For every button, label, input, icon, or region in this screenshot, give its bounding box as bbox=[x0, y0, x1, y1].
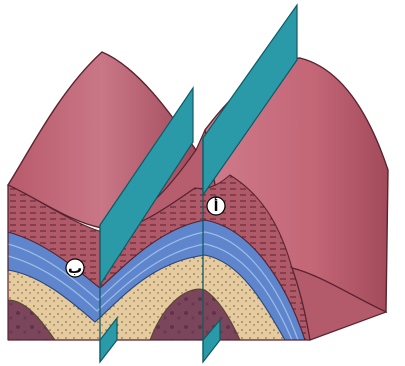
marker-b: ب bbox=[66, 259, 84, 277]
marker-a: أ bbox=[207, 197, 225, 215]
marker-b-label: ب bbox=[68, 261, 82, 277]
marker-a-label: أ bbox=[214, 197, 219, 215]
